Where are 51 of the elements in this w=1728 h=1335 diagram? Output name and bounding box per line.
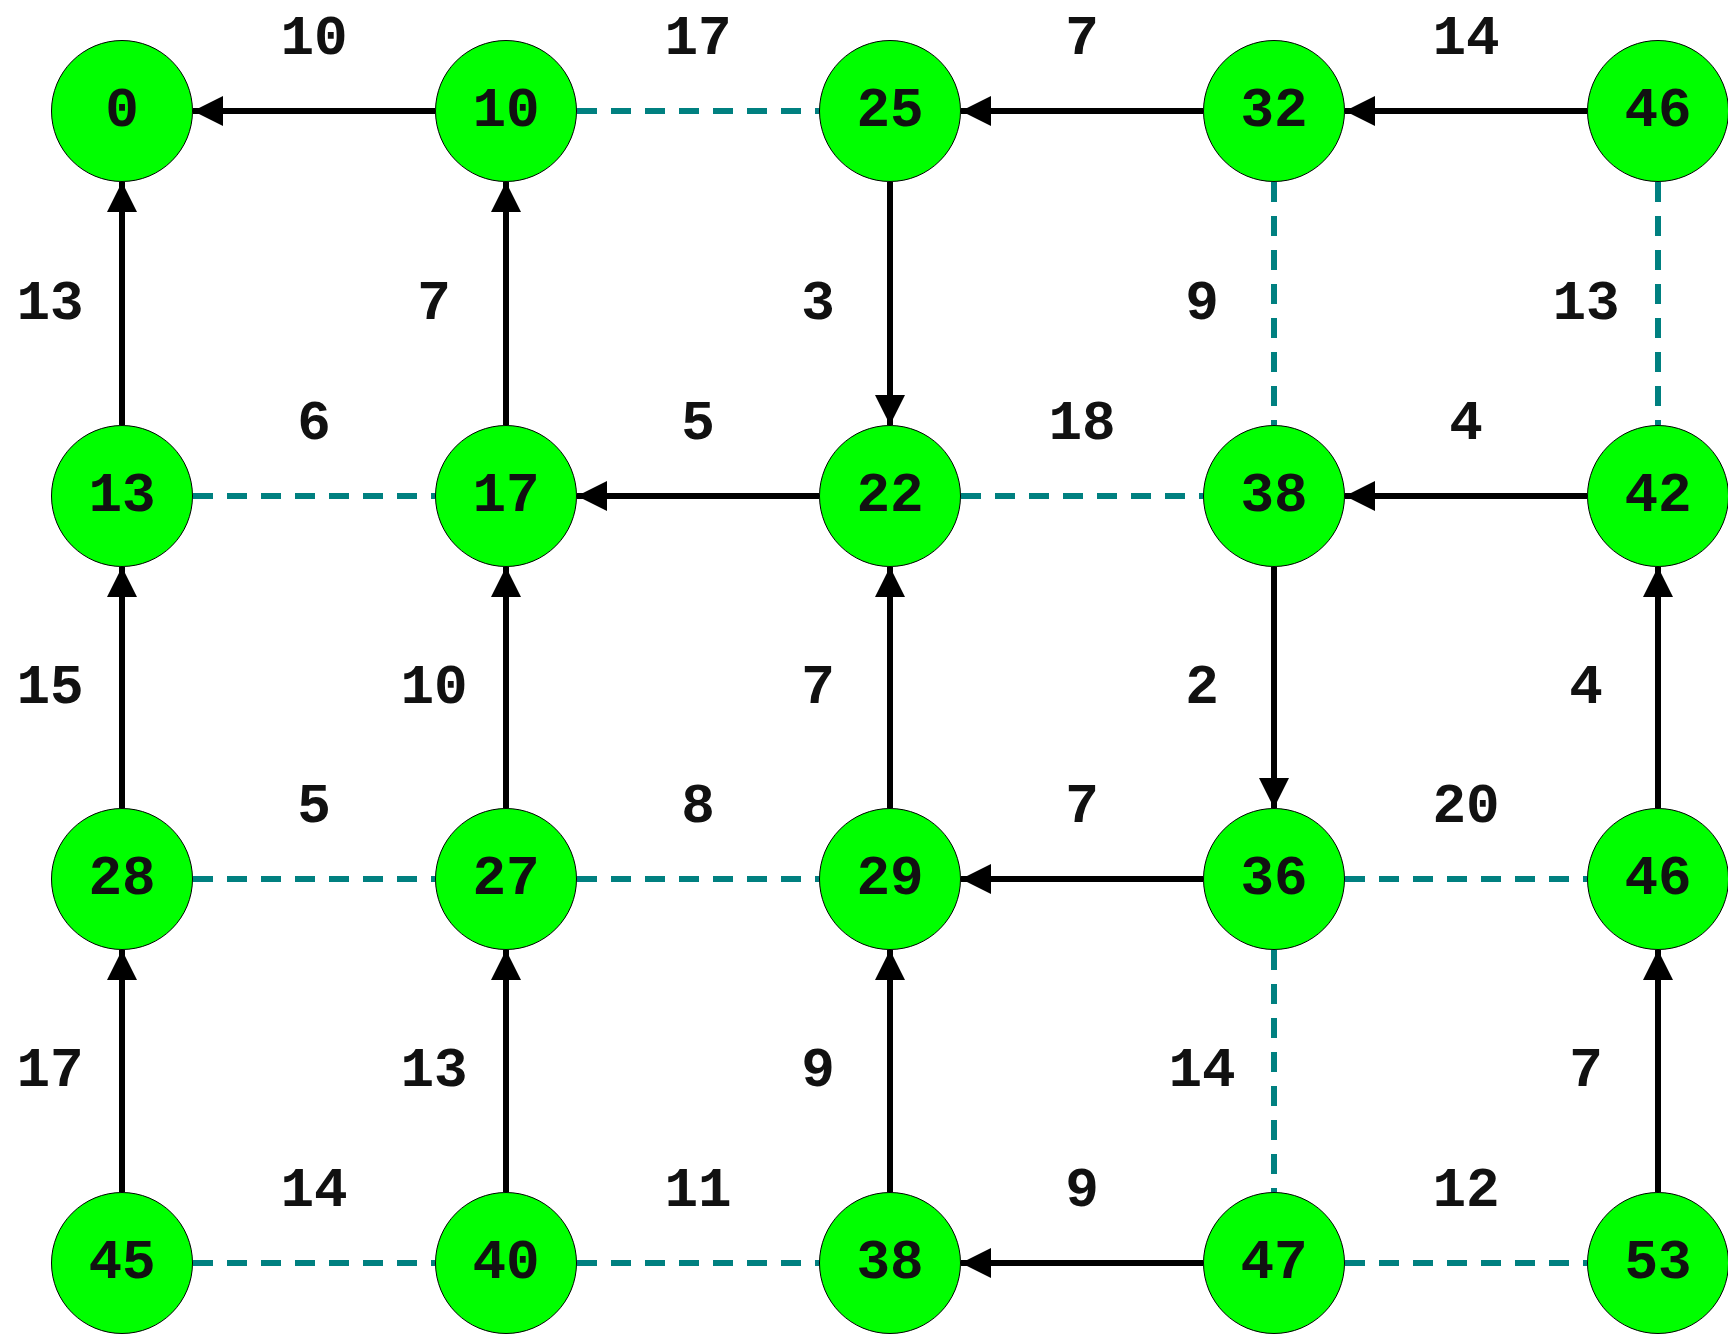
arrow [875,950,905,1192]
arrow [1345,96,1587,126]
arrow [961,1248,1203,1278]
node-value: 32 [1240,83,1308,139]
dashed-line [1271,182,1277,425]
dashed-line [193,1260,435,1266]
dashed-line [193,493,435,499]
node-value: 46 [1624,83,1692,139]
node-value: 42 [1624,468,1692,524]
dashed-line [193,876,435,882]
dashed-line [1655,182,1661,425]
node-value: 0 [105,83,139,139]
arrow [491,567,521,808]
dashed-line [1271,950,1277,1192]
arrow [1259,567,1289,808]
arrow [577,481,819,511]
arrow [107,567,137,808]
arrow [875,182,905,425]
node-value: 47 [1240,1235,1308,1291]
dashed-line [577,1260,819,1266]
node-value: 46 [1624,851,1692,907]
arrow [193,96,435,126]
arrow [1345,481,1587,511]
node-value: 36 [1240,851,1308,907]
arrow [1643,567,1673,808]
node-value: 17 [472,468,540,524]
node-value: 13 [88,468,156,524]
arrow [107,182,137,425]
arrow [961,96,1203,126]
dashed-line [1345,1260,1587,1266]
node-value: 22 [856,468,924,524]
arrow [491,950,521,1192]
dashed-line [1345,876,1587,882]
dashed-line [577,876,819,882]
arrow [491,182,521,425]
node-value: 38 [856,1235,924,1291]
arrow [961,864,1203,894]
arrow [875,567,905,808]
dashed-line [577,108,819,114]
node-value: 40 [472,1235,540,1291]
node-value: 25 [856,83,924,139]
arrow [1643,950,1673,1192]
node-value: 53 [1624,1235,1692,1291]
dashed-line [961,493,1203,499]
node-value: 45 [88,1235,156,1291]
node-value: 29 [856,851,924,907]
node-value: 10 [472,83,540,139]
node-value: 38 [1240,468,1308,524]
node-value: 28 [88,851,156,907]
arrow [107,950,137,1192]
node-value: 27 [472,851,540,907]
